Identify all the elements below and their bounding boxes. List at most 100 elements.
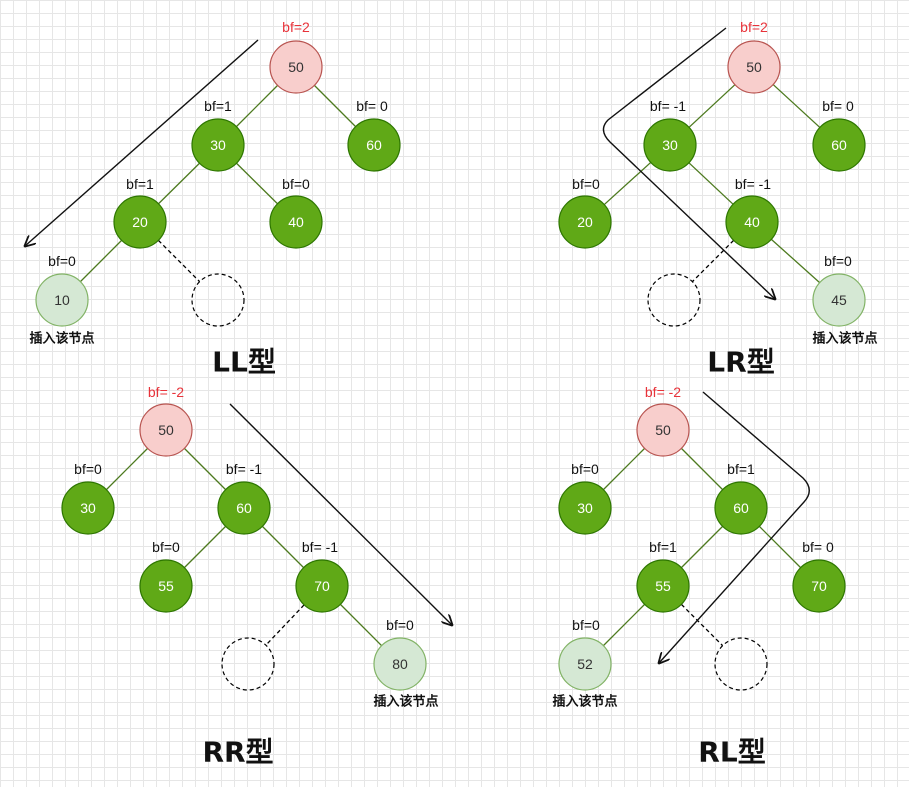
tree-edge — [235, 84, 279, 128]
node-circle — [217, 481, 271, 535]
tree-node: 40 — [725, 195, 779, 249]
tree-node: 60 — [812, 118, 866, 172]
node-value: 55 — [158, 578, 174, 594]
node-value: 80 — [392, 656, 408, 672]
tree-edge — [680, 447, 724, 491]
tree-node: 30 — [643, 118, 697, 172]
node-circle — [269, 195, 323, 249]
tree-node: 50 — [269, 40, 323, 94]
node-circle — [792, 559, 846, 613]
node-circle — [139, 403, 193, 457]
tree-edge — [339, 603, 383, 647]
node-circle — [558, 637, 612, 691]
node-circle — [35, 273, 89, 327]
node-circle — [191, 118, 245, 172]
tree-node: 52 — [558, 637, 612, 691]
balance-factor-label: bf=2 — [740, 19, 768, 35]
node-value: 50 — [158, 422, 174, 438]
insert-node-note: 插入该节点 — [29, 331, 94, 347]
node-circle — [221, 637, 275, 691]
tree-node: 55 — [636, 559, 690, 613]
empty-node-placeholder — [221, 637, 275, 691]
node-value: 60 — [236, 500, 252, 516]
balance-factor-label: bf=1 — [204, 98, 232, 114]
node-circle — [725, 195, 779, 249]
node-circle — [269, 40, 323, 94]
dashed-edge — [157, 239, 201, 283]
tree-edge — [680, 525, 724, 569]
diagram-title: LL型 — [212, 346, 276, 379]
balance-factor-label: bf= -1 — [650, 98, 686, 114]
node-value: 20 — [132, 214, 148, 230]
node-value: 30 — [80, 500, 96, 516]
node-value: 10 — [54, 292, 70, 308]
node-circle — [636, 403, 690, 457]
tree-node: 20 — [558, 195, 612, 249]
empty-node-placeholder — [714, 637, 768, 691]
tree-edge — [183, 447, 227, 491]
node-circle — [373, 637, 427, 691]
node-circle — [558, 481, 612, 535]
insert-node-note: 插入该节点 — [812, 331, 877, 347]
tree-node: 30 — [191, 118, 245, 172]
node-value: 50 — [655, 422, 671, 438]
tree-node: 70 — [792, 559, 846, 613]
tree-node: 50 — [727, 40, 781, 94]
balance-factor-label: bf=1 — [126, 176, 154, 192]
tree-edge — [158, 162, 200, 205]
balance-factor-label: bf=0 — [824, 253, 852, 269]
tree-edge — [688, 162, 734, 205]
balance-factor-label: bf=0 — [386, 617, 414, 633]
tree-node: 50 — [636, 403, 690, 457]
node-value: 60 — [831, 137, 847, 153]
tree-node: 60 — [714, 481, 768, 535]
tree-node: 55 — [139, 559, 193, 613]
tree-edge — [183, 525, 227, 569]
insert-node-note: 插入该节点 — [373, 694, 438, 710]
node-circle — [113, 195, 167, 249]
node-value: 60 — [733, 500, 749, 516]
empty-node-placeholder — [647, 273, 701, 327]
node-value: 50 — [746, 59, 762, 75]
tree-node: 50 — [139, 403, 193, 457]
tree-node: 10 — [35, 273, 89, 327]
tree-node: 30 — [558, 481, 612, 535]
diagram-title: RR型 — [202, 736, 273, 769]
tree-edge — [79, 239, 123, 283]
node-value: 30 — [210, 137, 226, 153]
balance-factor-label: bf=1 — [727, 461, 755, 477]
tree-edge — [758, 525, 802, 569]
balance-factor-label: bf=0 — [48, 253, 76, 269]
node-circle — [139, 559, 193, 613]
tree-edge — [105, 447, 149, 491]
balance-factor-label: bf= -1 — [302, 539, 338, 555]
diagram-title: RL型 — [698, 736, 765, 769]
node-value: 60 — [366, 137, 382, 153]
node-circle — [812, 118, 866, 172]
rotation-arrow — [602, 27, 775, 299]
tree-edge — [236, 162, 278, 205]
tree-node: 20 — [113, 195, 167, 249]
node-circle — [61, 481, 115, 535]
insert-node-note: 插入该节点 — [552, 694, 617, 710]
balance-factor-label: bf=1 — [649, 539, 677, 555]
balance-factor-label: bf= -1 — [226, 461, 262, 477]
node-circle — [714, 637, 768, 691]
node-circle — [647, 273, 701, 327]
balance-factor-label: bf= -2 — [148, 384, 184, 400]
dashed-edge — [680, 603, 724, 647]
tree-node: 30 — [61, 481, 115, 535]
tree-edge — [603, 161, 652, 206]
balance-factor-label: bf=0 — [282, 176, 310, 192]
balance-factor-label: bf=2 — [282, 19, 310, 35]
tree-node: 70 — [295, 559, 349, 613]
node-value: 20 — [577, 214, 593, 230]
balance-factor-label: bf=0 — [571, 461, 599, 477]
tree-edge — [772, 84, 821, 128]
node-circle — [727, 40, 781, 94]
tree-node: 80 — [373, 637, 427, 691]
